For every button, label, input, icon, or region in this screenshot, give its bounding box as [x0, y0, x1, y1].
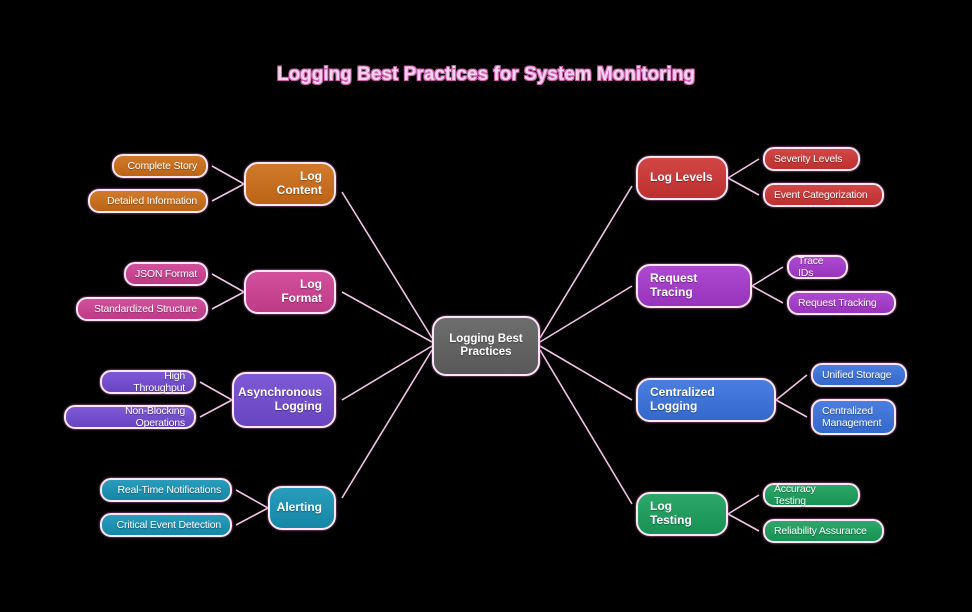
leaf-request-tracing-1-label: Request Tracking: [798, 296, 877, 309]
leaf-centralized-logging-1-label: Centralized Management: [822, 404, 882, 429]
leaf-log-content-0-label: Complete Story: [127, 159, 197, 172]
branch-log-testing[interactable]: Log Testing: [636, 492, 728, 536]
leaf-alerting-0[interactable]: Real-Time Notifications: [100, 478, 232, 502]
branch-log-format[interactable]: Log Format: [244, 270, 336, 314]
leaf-log-format-0-label: JSON Format: [135, 267, 197, 280]
edge-centralized-logging-child-0: [775, 374, 808, 401]
edge-center-log-format: [341, 291, 433, 343]
leaf-log-levels-0[interactable]: Severity Levels: [763, 147, 860, 171]
edge-asynchronous-logging-child-1: [199, 399, 233, 418]
center-node-label: Logging Best Practices: [449, 332, 523, 358]
edge-log-testing-child-1: [727, 513, 760, 532]
leaf-log-format-1[interactable]: Standardized Structure: [76, 297, 208, 321]
leaf-log-format-1-label: Standardized Structure: [94, 302, 197, 315]
leaf-log-testing-0-label: Accuracy Testing: [774, 482, 816, 507]
edge-request-tracing-child-1: [751, 285, 784, 304]
leaf-log-testing-0[interactable]: Accuracy Testing: [763, 483, 860, 507]
branch-asynchronous-logging-label: Asynchronous Logging: [237, 385, 322, 413]
leaf-alerting-0-label: Real-Time Notifications: [117, 483, 221, 496]
edge-log-content-child-1: [211, 183, 245, 202]
edge-center-log-testing: [539, 349, 633, 505]
leaf-log-content-0[interactable]: Complete Story: [112, 154, 208, 178]
branch-request-tracing[interactable]: Request Tracing: [636, 264, 752, 308]
leaf-alerting-1-label: Critical Event Detection: [116, 518, 222, 531]
leaf-centralized-logging-1[interactable]: Centralized Management: [811, 399, 896, 435]
edge-center-log-levels: [539, 185, 633, 339]
leaf-request-tracing-0[interactable]: Trace IDs: [787, 255, 848, 279]
branch-request-tracing-label: Request Tracing: [650, 271, 698, 299]
leaf-centralized-logging-0[interactable]: Unified Storage: [811, 363, 907, 387]
leaf-log-testing-1-label: Reliability Assurance: [774, 524, 867, 537]
branch-log-content[interactable]: Log Content: [244, 162, 336, 206]
leaf-centralized-logging-0-label: Unified Storage: [822, 368, 892, 381]
leaf-request-tracing-1[interactable]: Request Tracking: [787, 291, 896, 315]
diagram-title: Logging Best Practices for System Monito…: [276, 64, 696, 85]
leaf-asynchronous-logging-0-label: High Throughput: [133, 369, 185, 394]
leaf-log-testing-1[interactable]: Reliability Assurance: [763, 519, 884, 543]
branch-alerting-label: Alerting: [276, 500, 322, 515]
leaf-request-tracing-0-label: Trace IDs: [798, 254, 824, 279]
leaf-log-content-1-label: Detailed Information: [107, 194, 197, 207]
leaf-alerting-1[interactable]: Critical Event Detection: [100, 513, 232, 537]
branch-log-levels-label: Log Levels: [650, 170, 713, 185]
leaf-log-content-1[interactable]: Detailed Information: [88, 189, 208, 213]
center-node[interactable]: Logging Best Practices: [432, 316, 540, 376]
edge-alerting-child-1: [235, 507, 269, 526]
leaf-asynchronous-logging-1-label: Non-Blocking Operations: [124, 404, 185, 429]
edge-log-format-child-1: [211, 291, 245, 310]
leaf-log-levels-0-label: Severity Levels: [774, 152, 843, 165]
branch-log-levels[interactable]: Log Levels: [636, 156, 728, 200]
edge-asynchronous-logging-child-0: [199, 381, 233, 401]
edge-log-format-child-0: [211, 273, 245, 293]
branch-centralized-logging-label: Centralized Logging: [650, 385, 715, 413]
branch-log-testing-label: Log Testing: [650, 499, 692, 527]
edge-center-log-content: [341, 191, 433, 339]
branch-alerting[interactable]: Alerting: [268, 486, 336, 530]
leaf-asynchronous-logging-0[interactable]: High Throughput: [100, 370, 196, 394]
edge-request-tracing-child-0: [751, 266, 784, 287]
edge-log-content-child-0: [211, 165, 245, 185]
leaf-asynchronous-logging-1[interactable]: Non-Blocking Operations: [64, 405, 196, 429]
leaf-log-format-0[interactable]: JSON Format: [124, 262, 208, 286]
leaf-log-levels-1-label: Event Categorization: [774, 188, 868, 201]
edge-log-levels-child-1: [727, 177, 760, 196]
edge-center-centralized-logging: [539, 345, 633, 401]
branch-log-content-label: Log Content: [276, 169, 322, 197]
edge-center-request-tracing: [539, 285, 633, 343]
edge-centralized-logging-child-1: [775, 399, 808, 418]
edge-log-levels-child-0: [727, 158, 760, 179]
edge-center-asynchronous-logging: [341, 345, 433, 401]
branch-log-format-label: Log Format: [281, 277, 322, 305]
branch-centralized-logging[interactable]: Centralized Logging: [636, 378, 776, 422]
edge-center-alerting: [341, 349, 433, 499]
edge-log-testing-child-0: [727, 494, 760, 515]
branch-asynchronous-logging[interactable]: Asynchronous Logging: [232, 372, 336, 428]
leaf-log-levels-1[interactable]: Event Categorization: [763, 183, 884, 207]
edge-alerting-child-0: [235, 489, 269, 509]
